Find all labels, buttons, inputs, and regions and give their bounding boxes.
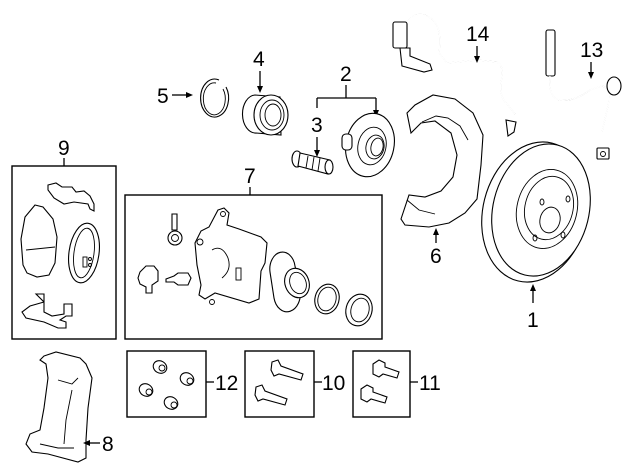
callout-number-6: 6 (430, 245, 442, 268)
callout-number-2: 2 (340, 63, 352, 86)
wheel-stud[interactable] (291, 150, 334, 175)
arrow-3 (314, 150, 320, 157)
callout-10[interactable]: 10 (314, 372, 345, 395)
callout-number-1: 1 (527, 309, 539, 332)
hub-assembly[interactable] (340, 109, 400, 182)
arrow-4 (257, 86, 263, 93)
callout-number-12: 12 (215, 372, 238, 395)
bleeder-cap (137, 265, 159, 294)
callout-8[interactable]: 8 (83, 433, 114, 456)
arrow-6 (433, 228, 439, 235)
callout-6[interactable]: 6 (430, 228, 442, 268)
support-bolts[interactable] (360, 359, 400, 404)
callout-5[interactable]: 5 (157, 85, 193, 108)
callout-3[interactable]: 3 (311, 114, 323, 157)
guide-pins-box (244, 350, 315, 418)
pad-clip-lower (21, 293, 73, 329)
caliper-assembly[interactable] (137, 207, 376, 329)
pad-clip-upper (47, 182, 95, 212)
wheel-bearing[interactable] (241, 94, 289, 136)
brake-pad-inner (20, 204, 58, 278)
callout-number-7: 7 (244, 165, 256, 188)
callout-number-13: 13 (580, 39, 603, 62)
bleeder-screw (165, 272, 192, 286)
callout-number-11: 11 (419, 372, 441, 395)
callout-7[interactable]: 7 (244, 165, 256, 195)
brake-hose[interactable] (545, 29, 622, 160)
callout-12[interactable]: 12 (206, 372, 238, 395)
brake-rotor[interactable] (467, 131, 603, 294)
pin-boots[interactable] (137, 358, 196, 411)
callout-13[interactable]: 13 (580, 39, 603, 79)
callout-number-10: 10 (322, 372, 345, 395)
callout-number-5: 5 (157, 85, 169, 108)
callout-11[interactable]: 11 (410, 372, 441, 395)
splash-shield[interactable] (400, 94, 484, 228)
sensor-head (392, 21, 408, 49)
callout-2[interactable]: 2 (316, 63, 379, 117)
callout-1[interactable]: 1 (527, 284, 539, 332)
arrow-13 (588, 72, 594, 79)
snap-ring[interactable] (200, 78, 230, 118)
callout-number-3: 3 (311, 114, 323, 137)
callout-number-14: 14 (466, 23, 490, 46)
hose-grommet (606, 76, 622, 96)
guide-pins[interactable] (254, 359, 304, 406)
callout-number-4: 4 (253, 48, 265, 71)
arrow-5 (186, 92, 193, 98)
arrow-8 (83, 440, 90, 446)
hose-fitting-top (545, 29, 556, 77)
caliper-support[interactable] (25, 351, 93, 463)
brake-pad-outer (68, 222, 100, 284)
callout-14[interactable]: 14 (466, 23, 490, 63)
brake-pad-set[interactable] (20, 182, 103, 329)
callout-9[interactable]: 9 (58, 137, 70, 166)
callout-4[interactable]: 4 (253, 48, 265, 93)
hose-banjo (596, 147, 610, 160)
callout-number-9: 9 (58, 137, 70, 160)
arrow-14 (474, 56, 480, 63)
callout-number-8: 8 (102, 433, 114, 456)
arrow-1 (530, 284, 536, 291)
caliper-body (194, 207, 268, 304)
